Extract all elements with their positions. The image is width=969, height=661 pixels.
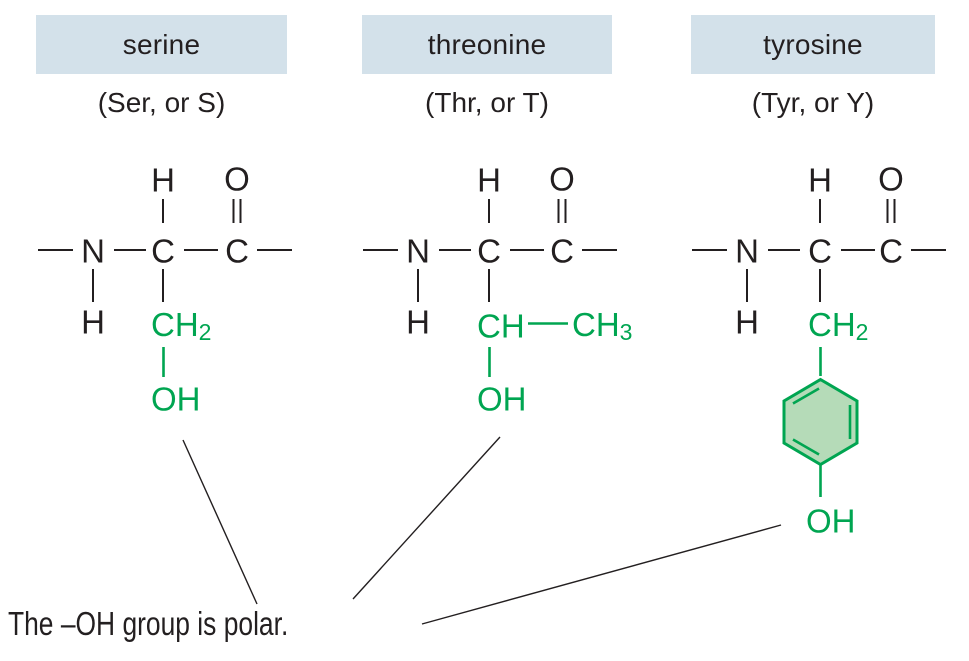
threonine-h-amine: H [406,303,430,341]
threonine-oh-group: OH [477,380,527,418]
serine-oh-group: OH [151,380,201,418]
threonine-ch-group: CH [477,307,525,345]
tyrosine-h-top: H [808,161,832,199]
threonine-ch3-group: CH3 [572,308,632,344]
serine-c-alpha: C [151,232,175,270]
abbrev-tyrosine: (Tyr, or Y) [751,87,875,118]
tyrosine-oh-group: OH [806,502,856,540]
threonine-n: N [406,232,430,270]
threonine-c-alpha: C [477,232,501,270]
group-text: CH [151,305,199,343]
serine-bonds [38,199,292,377]
tyrosine-bonds [692,199,946,497]
leader-line-tyrosine [421,524,782,625]
leader-lines [182,436,782,625]
abbrev-threonine: (Thr, or T) [425,87,549,118]
amino-acid-name: serine [122,28,201,60]
serine-ch2-group: CH2 [151,308,211,344]
tyrosine-n: N [735,232,759,270]
threonine-h-top: H [477,161,501,199]
group-subscript: 3 [619,319,633,346]
tyrosine-c-carbonyl: C [879,232,903,270]
leader-line-serine [182,439,258,605]
serine-o-carbonyl: O [224,160,250,198]
amino-acid-name: tyrosine [763,28,863,60]
header-tyrosine: tyrosine [691,15,935,74]
header-threonine: threonine [362,15,612,74]
serine-h-amine: H [81,303,105,341]
abbrev-serine: (Ser, or S) [97,87,226,118]
threonine-o-carbonyl: O [549,160,575,198]
serine-h-top: H [151,161,175,199]
group-text: CH [808,305,856,343]
figure-caption: The –OH group is polar. [8,605,289,642]
tyrosine-ch2-group: CH2 [808,308,868,344]
group-subscript: 2 [855,319,869,346]
leader-line-threonine [352,436,501,600]
group-text: CH [572,305,620,343]
phenol-ring [782,377,859,467]
ring-double-bond [792,438,820,456]
serine-n: N [81,232,105,270]
serine-c-carbonyl: C [225,232,249,270]
header-serine: serine [36,15,287,74]
threonine-bonds [363,199,617,377]
amino-acid-name: threonine [427,28,547,60]
group-subscript: 2 [198,319,212,346]
ring-double-bond [792,387,820,405]
tyrosine-o-carbonyl: O [878,160,904,198]
tyrosine-h-amine: H [735,303,759,341]
threonine-c-carbonyl: C [550,232,574,270]
tyrosine-c-alpha: C [808,232,832,270]
